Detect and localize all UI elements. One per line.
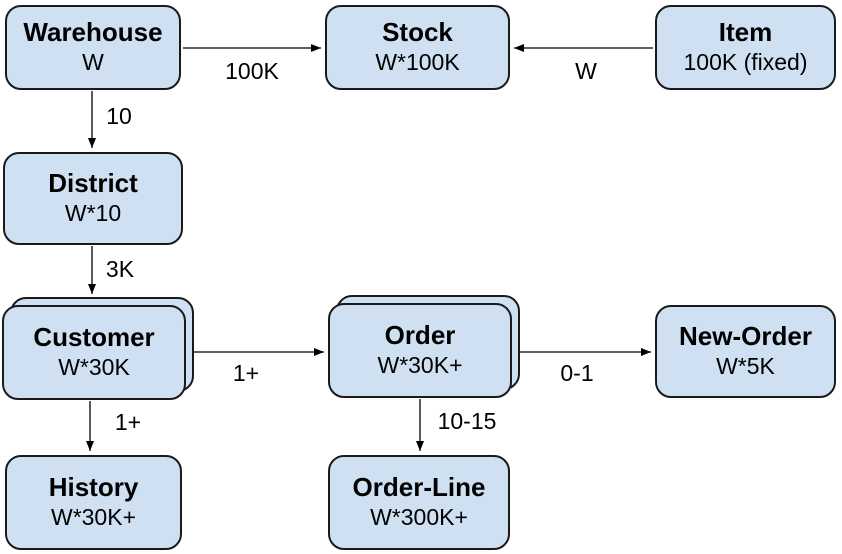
entity-order-name: Order bbox=[384, 320, 456, 351]
entity-stock-cardinality: W*100K bbox=[375, 49, 460, 76]
entity-warehouse-name: Warehouse bbox=[23, 17, 163, 48]
entity-history-cardinality: W*30K+ bbox=[50, 504, 136, 531]
entity-district-cardinality: W*10 bbox=[64, 200, 122, 227]
entity-history-name: History bbox=[48, 472, 139, 503]
connector-label-order-neworder: 0-1 bbox=[560, 360, 594, 386]
entity-customer-name: Customer bbox=[33, 322, 155, 353]
entity-new-order: New-Order W*5K bbox=[655, 305, 836, 398]
entity-order-line-name: Order-Line bbox=[352, 472, 486, 503]
connector-label-customer-order: 1+ bbox=[232, 360, 260, 386]
connector-label-district-customer: 3K bbox=[105, 256, 135, 282]
entity-customer-cardinality: W*30K bbox=[58, 354, 130, 381]
entity-item-name: Item bbox=[718, 17, 773, 48]
entity-item: Item 100K (fixed) bbox=[655, 5, 836, 90]
entity-new-order-cardinality: W*5K bbox=[716, 353, 775, 380]
entity-warehouse-cardinality: W bbox=[82, 49, 104, 76]
entity-order: Order W*30K+ bbox=[328, 303, 512, 398]
connector-label-warehouse-stock: 100K bbox=[225, 58, 279, 84]
entity-order-line-cardinality: W*300K+ bbox=[370, 504, 468, 531]
entity-order-line: Order-Line W*300K+ bbox=[328, 455, 510, 550]
entity-district: District W*10 bbox=[3, 152, 183, 245]
connector-label-customer-history: 1+ bbox=[114, 409, 142, 435]
entity-district-name: District bbox=[48, 168, 138, 199]
connector-label-item-stock: W bbox=[575, 58, 597, 84]
entity-history: History W*30K+ bbox=[5, 455, 182, 550]
entity-stock: Stock W*100K bbox=[325, 5, 510, 90]
connector-label-warehouse-district: 10 bbox=[106, 103, 132, 129]
entity-item-cardinality: 100K (fixed) bbox=[683, 49, 808, 76]
entity-customer: Customer W*30K bbox=[2, 305, 186, 400]
connector-label-order-orderline: 10-15 bbox=[437, 408, 497, 434]
entity-new-order-name: New-Order bbox=[679, 321, 812, 352]
entity-warehouse: Warehouse W bbox=[5, 5, 181, 90]
entity-stock-name: Stock bbox=[382, 17, 453, 48]
entity-order-cardinality: W*30K+ bbox=[377, 352, 463, 379]
